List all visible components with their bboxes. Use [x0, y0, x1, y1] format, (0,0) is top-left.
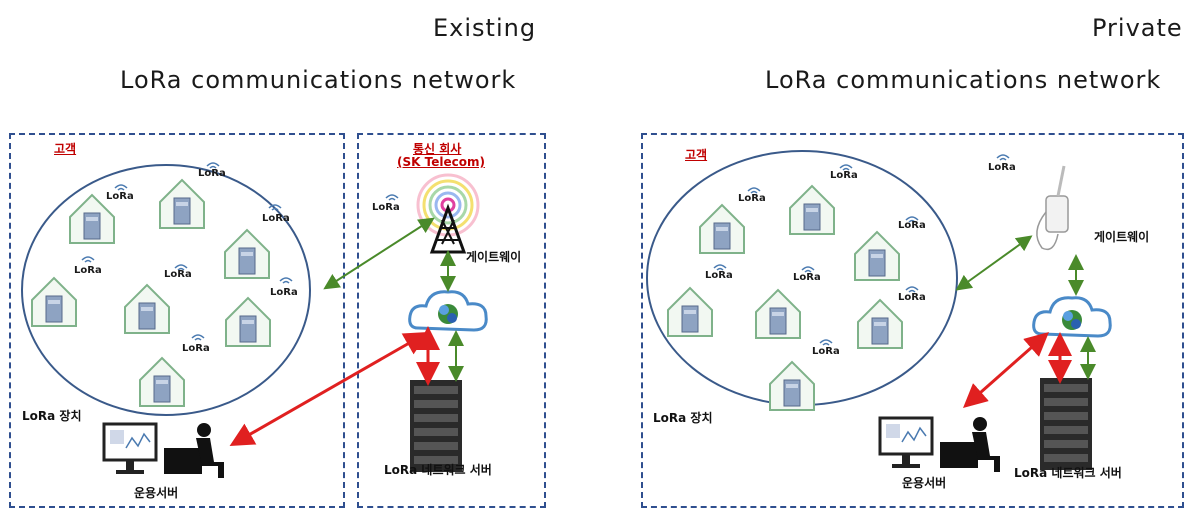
lora-tag: LoRa — [738, 193, 766, 204]
left-title-line1: Existing — [433, 14, 537, 42]
house-icon — [699, 204, 745, 254]
lora-tag: LoRa — [812, 346, 840, 357]
house-icon — [159, 179, 205, 229]
house-icon — [124, 284, 170, 334]
right-customer-box — [641, 133, 1184, 508]
cloud-icon — [408, 290, 488, 332]
lora-tag: LoRa — [182, 343, 210, 354]
left-customer-ellipse — [21, 164, 311, 416]
house-icon — [139, 357, 185, 407]
cloud-icon — [1032, 296, 1112, 338]
house-icon — [789, 185, 835, 235]
house-icon — [31, 277, 77, 327]
house-icon — [224, 229, 270, 279]
lora-tag: LoRa — [164, 269, 192, 280]
left-customer-box — [9, 133, 345, 508]
cell-tower-icon — [416, 173, 480, 254]
left-title-line2: LoRa communications network — [120, 66, 517, 94]
right-customer-label: 고객 — [685, 148, 708, 162]
gateway-icon — [1036, 165, 1069, 251]
right-ops-server-label: 운용서버 — [902, 476, 947, 490]
house-icon — [854, 231, 900, 281]
lora-tag: LoRa — [898, 220, 926, 231]
lora-tag: LoRa — [988, 162, 1016, 173]
lora-tag: LoRa — [793, 272, 821, 283]
house-icon — [225, 297, 271, 347]
lora-tag: LoRa — [705, 270, 733, 281]
left-customer-label: 고객 — [54, 142, 77, 156]
lora-tag: LoRa — [74, 265, 102, 276]
house-icon — [857, 299, 903, 349]
left-carrier-box — [357, 133, 546, 508]
lora-tag: LoRa — [270, 287, 298, 298]
lora-tag: LoRa — [262, 213, 290, 224]
left-network-server-label: LoRa 네트워크 서버 — [384, 463, 492, 477]
house-icon — [69, 194, 115, 244]
carrier-sub-label: (SK Telecom) — [397, 155, 485, 169]
lora-tag: LoRa — [198, 168, 226, 179]
lora-tag: LoRa — [830, 170, 858, 181]
left-ops-server-label: 운용서버 — [134, 486, 179, 500]
right-network-server-label: LoRa 네트워크 서버 — [1014, 466, 1122, 480]
left-gateway-label: 게이트웨이 — [466, 250, 522, 264]
network-server-icon — [1040, 378, 1092, 470]
right-title-line1: Private — [1092, 14, 1183, 42]
lora-tag: LoRa — [372, 202, 400, 213]
house-icon — [769, 361, 815, 411]
network-server-icon — [410, 380, 462, 472]
house-icon — [755, 289, 801, 339]
carrier-label: 통신 회사 — [413, 142, 462, 156]
right-device-label: LoRa 장치 — [653, 411, 713, 425]
right-title-line2: LoRa communications network — [765, 66, 1162, 94]
lora-tag: LoRa — [898, 292, 926, 303]
ops-server-icon — [878, 415, 1002, 474]
right-gateway-label: 게이트웨이 — [1094, 230, 1150, 244]
house-icon — [667, 287, 713, 337]
ops-server-icon — [102, 421, 226, 480]
lora-tag: LoRa — [106, 191, 134, 202]
left-device-label: LoRa 장치 — [22, 409, 82, 423]
